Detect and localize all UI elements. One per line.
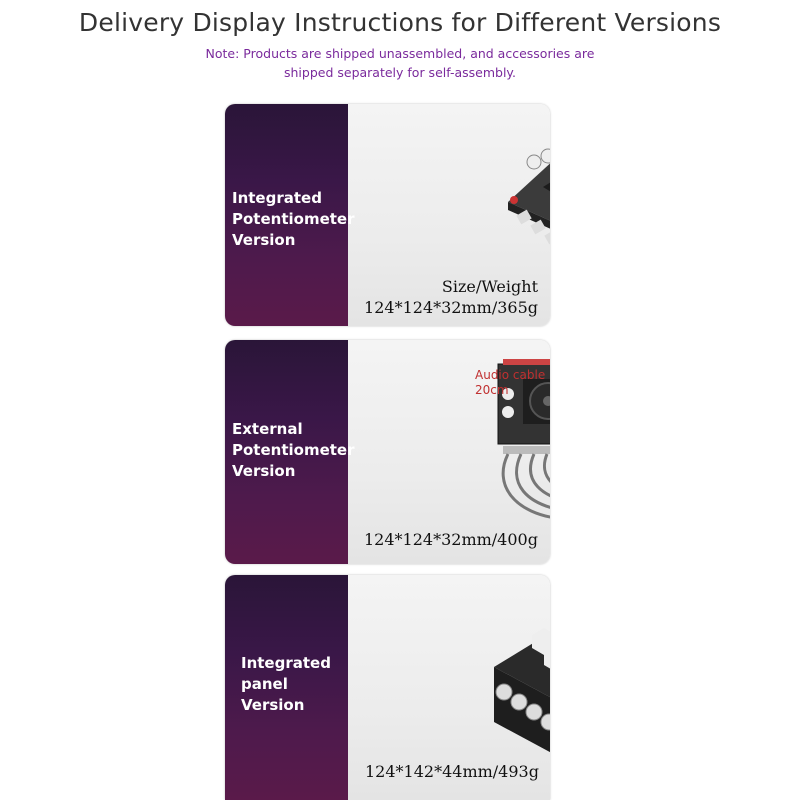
shipping-note: Note: Products are shipped unassembled, … xyxy=(200,44,600,82)
size-weight-spec: Size/Weight 124*124*32mm/365g xyxy=(364,276,538,318)
amplifier-board-image xyxy=(508,148,550,245)
version-card-integrated-panel: Integrated panel Version 124*142*44mm/49… xyxy=(225,575,550,800)
version-label-panel xyxy=(225,104,348,326)
audio-cable-label: Audio cable 20cm xyxy=(475,368,546,397)
version-label: Integrated panel Version xyxy=(241,654,331,714)
version-card-integrated-potentiometer: Integrated Potentiometer Version Size/We… xyxy=(225,104,550,326)
amplifier-board-with-cables-image xyxy=(497,359,550,519)
shipping-note-line-1: Note: Products are shipped unassembled, … xyxy=(205,46,595,61)
version-label-panel xyxy=(225,575,348,800)
version-label-panel xyxy=(225,340,348,564)
version-label: Integrated Potentiometer Version xyxy=(232,189,355,249)
spec-heading: Size/Weight xyxy=(441,277,538,296)
spec-value: 124*124*32mm/365g xyxy=(364,298,538,317)
product-photo-area xyxy=(348,340,550,564)
version-label: External Potentiometer Version xyxy=(232,420,355,480)
size-weight-spec: 124*124*32mm/400g xyxy=(364,530,538,549)
version-card-external-potentiometer: External Potentiometer Version Audio cab… xyxy=(225,340,550,564)
size-weight-spec: 124*142*44mm/493g xyxy=(365,762,539,781)
amplifier-enclosure-image xyxy=(494,628,550,753)
page-title: Delivery Display Instructions for Differ… xyxy=(78,8,722,37)
product-photo-area xyxy=(348,104,550,326)
product-photo-area xyxy=(348,575,550,800)
shipping-note-line-2: shipped separately for self-assembly. xyxy=(283,65,517,80)
